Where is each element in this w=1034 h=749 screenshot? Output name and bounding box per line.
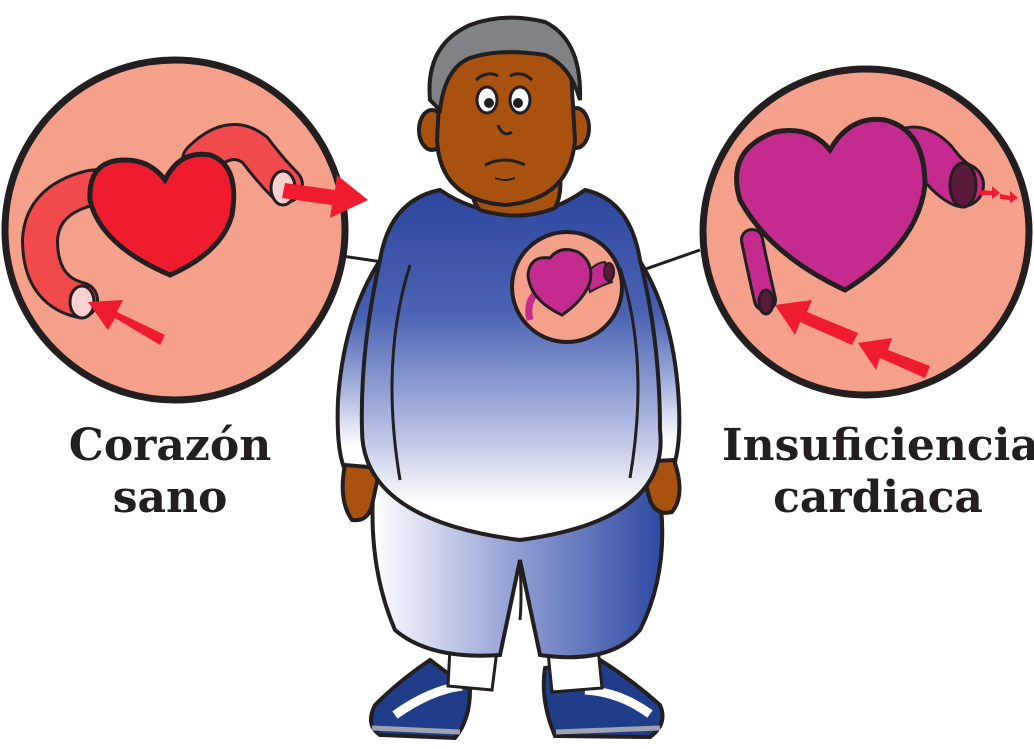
- heart-failure-label-line2: cardiaca: [722, 472, 1034, 524]
- healthy-heart-label: Corazón sano: [40, 420, 300, 524]
- healthy-heart-label-line2: sano: [40, 472, 300, 524]
- head: [419, 18, 589, 205]
- chest-heart-inset: [512, 232, 622, 342]
- heart-failure-label-line1: Insuficiencia: [722, 420, 1034, 472]
- healthy-heart-label-line1: Corazón: [40, 420, 300, 472]
- shirt: [362, 190, 661, 540]
- heart-failure-circle: [703, 69, 1029, 395]
- person-figure: [338, 18, 680, 738]
- heart-failure-label: Insuficiencia cardiaca: [722, 420, 1034, 524]
- healthy-heart-circle: [5, 60, 368, 400]
